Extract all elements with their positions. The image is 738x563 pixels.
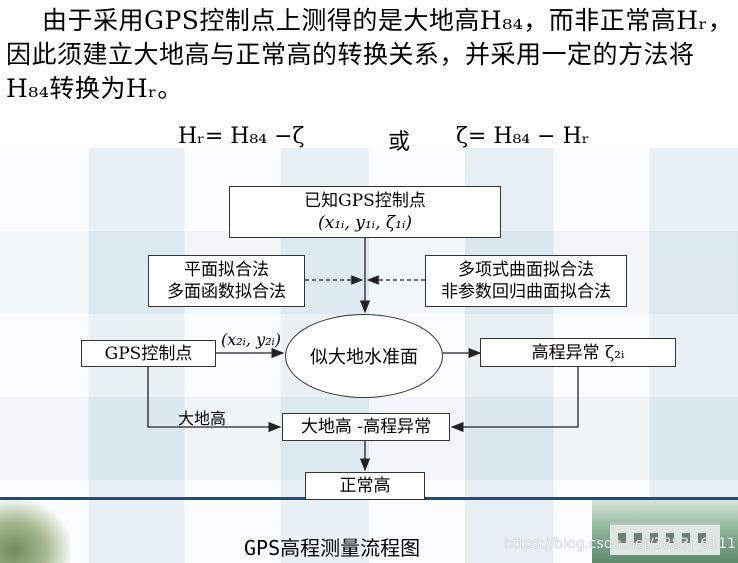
nonparametric-regression-label: 非参数回归曲面拟合法 <box>441 282 611 302</box>
formula-normal-height: Hᵣ= H₈₄ −ζ <box>178 124 305 149</box>
height-anomaly-label: 高程异常 ζ₂ᵢ <box>531 342 625 363</box>
decorative-corner-image <box>0 500 70 563</box>
formula-or: 或 <box>388 130 411 155</box>
geodetic-height-label: 大地高 <box>178 409 227 428</box>
subtraction-label: 大地高 -高程异常 <box>300 417 432 437</box>
gps-control-points-box: GPS控制点 <box>81 340 216 367</box>
formula-row: Hᵣ= H₈₄ −ζ 或 ζ= H₈₄ − Hᵣ <box>178 124 589 155</box>
polynomial-surface-label: 多项式曲面拟合法 <box>458 260 594 280</box>
formula-height-anomaly: ζ= H₈₄ − Hᵣ <box>456 124 590 149</box>
known-gps-points-coords: (x₁ᵢ, y₁ᵢ, ζ₁ᵢ) <box>318 213 412 233</box>
intro-paragraph: 由于采用GPS控制点上测得的是大地高H₈₄，而非正常高Hᵣ，因此须建立大地高与正… <box>6 6 734 103</box>
height-anomaly-box: 高程异常 ζ₂ᵢ <box>480 338 676 367</box>
normal-height-label: 正常高 <box>339 476 391 496</box>
building-shape <box>610 522 720 555</box>
watermark: https://blog.csdn.net/3883j_6111 <box>504 536 736 552</box>
plane-fitting-label: 平面拟合法 <box>184 260 269 280</box>
normal-height-box: 正常高 <box>305 472 425 500</box>
multiquadric-fitting-label: 多面函数拟合法 <box>167 282 286 302</box>
coordinate-label: (x₂ᵢ, y₂ᵢ) <box>221 330 281 349</box>
plane-fitting-methods-box: 平面拟合法 多面函数拟合法 <box>148 255 305 307</box>
known-gps-points-box: 已知GPS控制点 (x₁ᵢ, y₁ᵢ, ζ₁ᵢ) <box>229 186 501 238</box>
decorative-building-image <box>592 500 738 563</box>
quasi-geoid-label: 似大地水准面 <box>310 347 418 368</box>
subtraction-box: 大地高 -高程异常 <box>282 413 450 441</box>
quasi-geoid-ellipse: 似大地水准面 <box>285 314 443 398</box>
gps-control-points-label: GPS控制点 <box>104 343 193 364</box>
surface-fitting-methods-box: 多项式曲面拟合法 非参数回归曲面拟合法 <box>425 255 627 307</box>
figure-caption: GPS高程测量流程图 <box>244 536 421 560</box>
known-gps-points-title: 已知GPS控制点 <box>304 191 426 211</box>
